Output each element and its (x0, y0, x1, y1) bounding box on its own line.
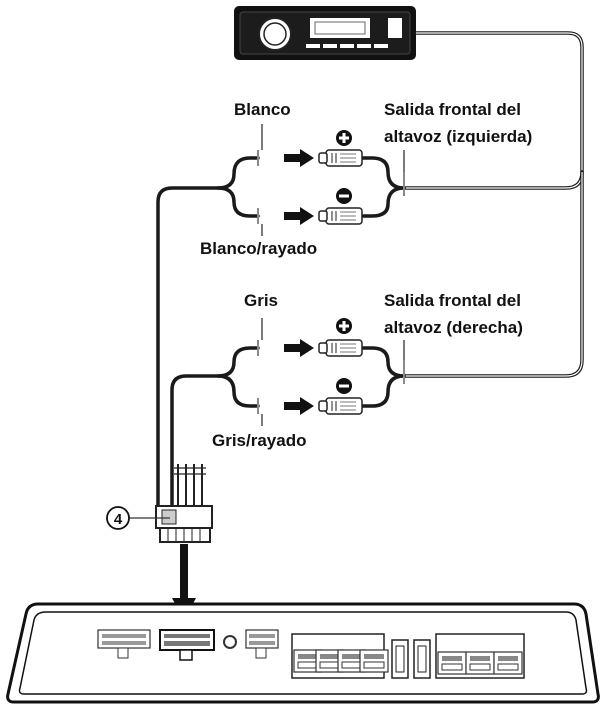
minus-circle-icon (336, 378, 352, 394)
plus-circle-icon (336, 318, 352, 334)
amplifier-icon (6, 602, 600, 704)
arrow-icon (284, 397, 314, 415)
rca-plug-icon (318, 397, 363, 415)
label-front-left-2: altavoz (izquierda) (384, 127, 532, 146)
arrow-icon (284, 339, 314, 357)
plus-circle-icon (336, 130, 352, 146)
callout-number-4: 4 (114, 511, 123, 528)
minus-circle-icon (336, 188, 352, 204)
label-front-right-2: altavoz (derecha) (384, 318, 523, 337)
label-front-right-1: Salida frontal del (384, 291, 521, 310)
label-blanco: Blanco (234, 100, 291, 119)
label-blanco-rayado: Blanco/rayado (200, 239, 317, 258)
head-unit-icon (234, 6, 416, 60)
label-gris-rayado: Gris/rayado (212, 431, 307, 450)
harness-connector-icon (155, 464, 213, 543)
rca-plug-icon (318, 339, 363, 357)
arrow-icon (284, 207, 314, 225)
label-front-left-1: Salida frontal del (384, 100, 521, 119)
callout-circle (106, 506, 130, 530)
rca-plug-icon (318, 149, 363, 167)
label-gris: Gris (244, 291, 278, 310)
arrow-icon (284, 149, 314, 167)
rca-plug-icon (318, 207, 363, 225)
